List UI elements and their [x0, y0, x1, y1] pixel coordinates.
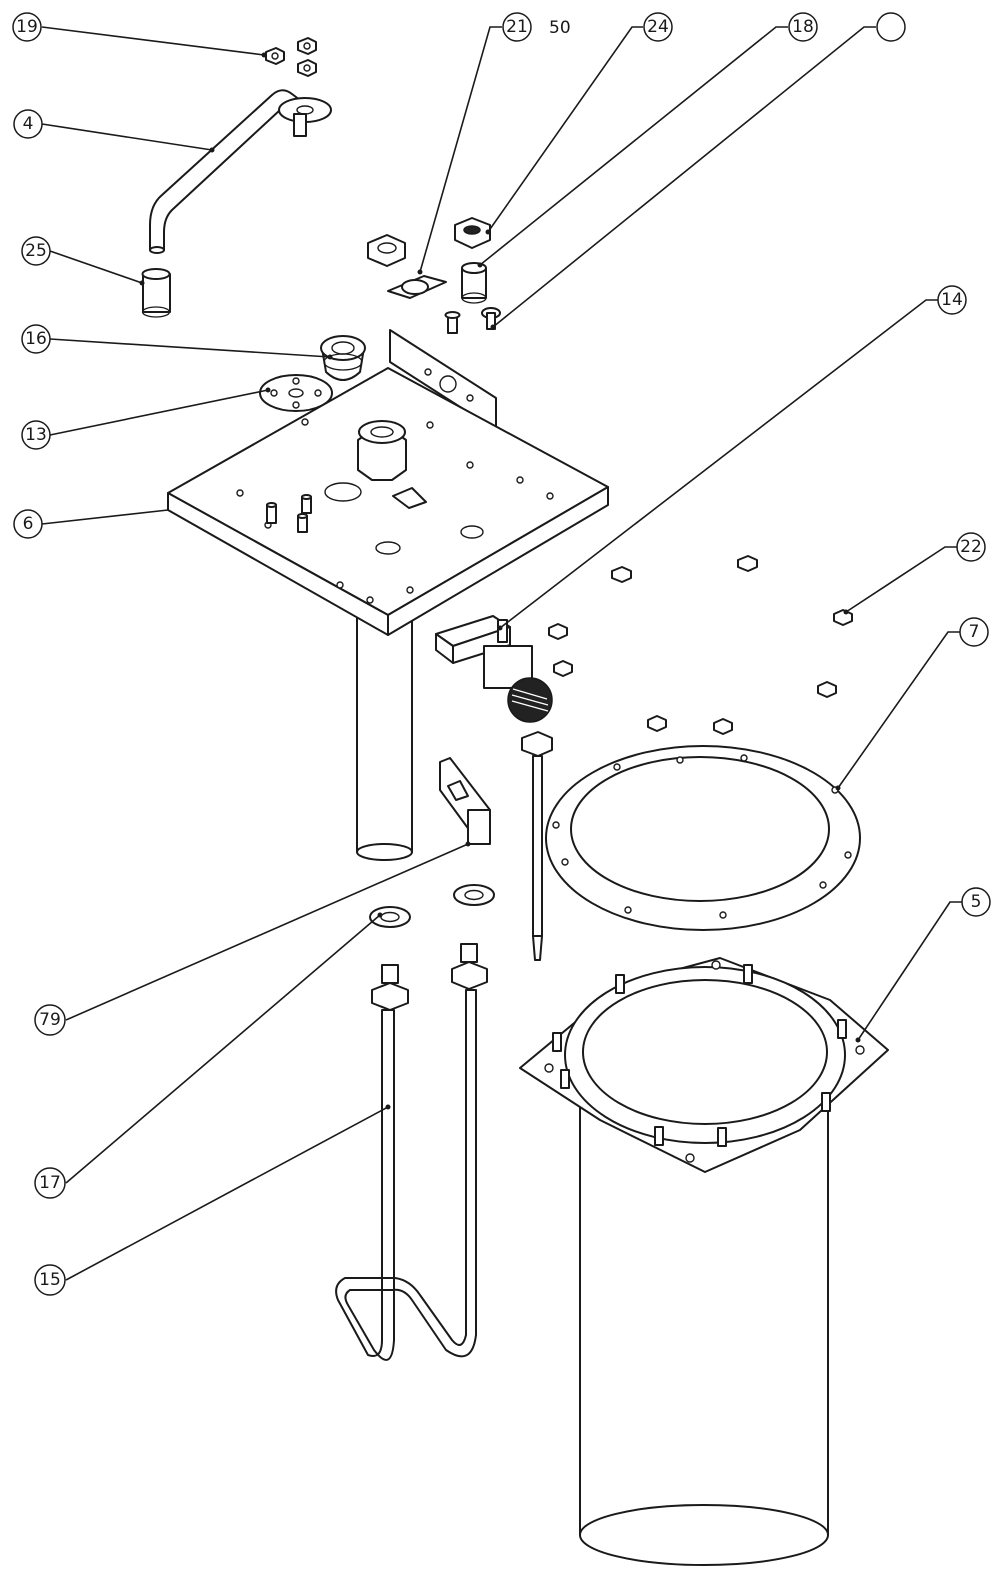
part-24-nut: [454, 217, 491, 249]
part-79-clip: [439, 757, 491, 845]
callout-17: 17: [34, 1167, 66, 1199]
part-6-mounting-plate: [167, 329, 609, 861]
part-17-washers: [369, 884, 495, 928]
svg-text:17: 17: [39, 1173, 61, 1193]
svg-text:25: 25: [25, 241, 47, 261]
callout-25: 25: [21, 236, 51, 266]
part-7-ring-gasket: [545, 745, 861, 931]
leader-arrowheads: [139, 52, 861, 1110]
part-18-cap: [461, 262, 487, 304]
svg-text:24: 24: [647, 17, 669, 37]
part-22-nuts: [548, 555, 853, 735]
svg-text:13: 13: [25, 425, 47, 445]
svg-text:15: 15: [39, 1270, 61, 1290]
callout-6: 6: [13, 509, 43, 539]
part-14-switch-and-probe: [435, 615, 553, 961]
callout-24: 24: [643, 12, 673, 42]
svg-text:19: 19: [16, 17, 38, 37]
callout-21: 21: [502, 12, 532, 42]
callout-7: 7: [959, 617, 989, 647]
svg-text:14: 14: [941, 290, 963, 310]
svg-text:18: 18: [792, 17, 814, 37]
svg-text:5: 5: [971, 892, 982, 912]
callout-13: 13: [21, 420, 51, 450]
svg-text:22: 22: [960, 537, 982, 557]
svg-text:7: 7: [969, 622, 980, 642]
callout-19: 19: [12, 12, 42, 42]
leader-lines: [41, 26, 962, 1281]
part-13-gasket: [259, 374, 333, 412]
callout-16: 16: [21, 324, 51, 354]
part-21-thermostat: [367, 234, 461, 334]
svg-text:21: 21: [506, 17, 528, 37]
part-unnumbered-screw: [481, 307, 501, 330]
callout-14: 14: [937, 285, 967, 315]
svg-text:6: 6: [23, 514, 34, 534]
part-5-tank: [519, 957, 889, 1566]
callout-22: 22: [956, 532, 986, 562]
part-4-bent-pipe: [149, 89, 332, 254]
callout-79: 79: [34, 1004, 66, 1036]
callout-18: 18: [788, 12, 818, 42]
svg-text:16: 16: [25, 329, 47, 349]
part-15-heating-element: [335, 943, 488, 1361]
part-19-nuts: [265, 37, 317, 77]
svg-text:79: 79: [39, 1010, 61, 1030]
part-25-sleeve: [141, 268, 171, 318]
callout-blank: [876, 12, 906, 42]
callout-15: 15: [34, 1264, 66, 1296]
callout-5: 5: [961, 887, 991, 917]
callout-4: 4: [13, 109, 43, 139]
label-50: 50: [549, 18, 571, 38]
svg-text:4: 4: [23, 114, 34, 134]
part-16-grommet: [320, 335, 366, 381]
